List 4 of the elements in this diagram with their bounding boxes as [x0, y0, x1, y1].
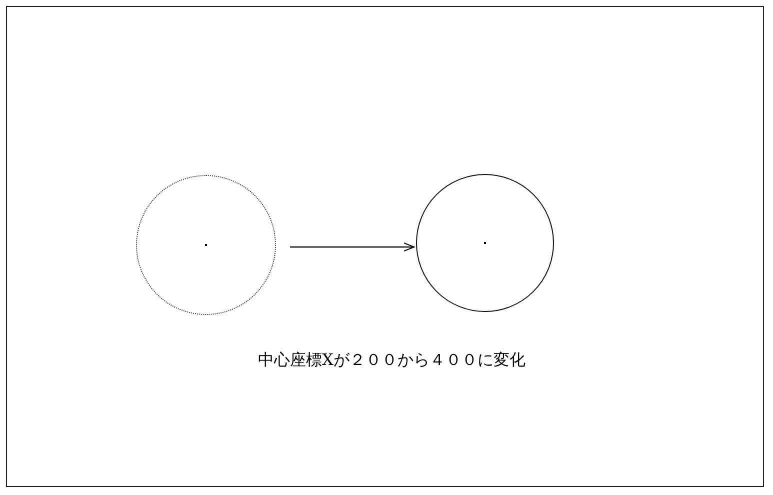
dotted-circle	[136, 175, 276, 315]
note-text: 中心座標Xが２００から４００に変化	[258, 350, 526, 370]
circle	[416, 174, 554, 312]
arrow	[290, 242, 415, 252]
